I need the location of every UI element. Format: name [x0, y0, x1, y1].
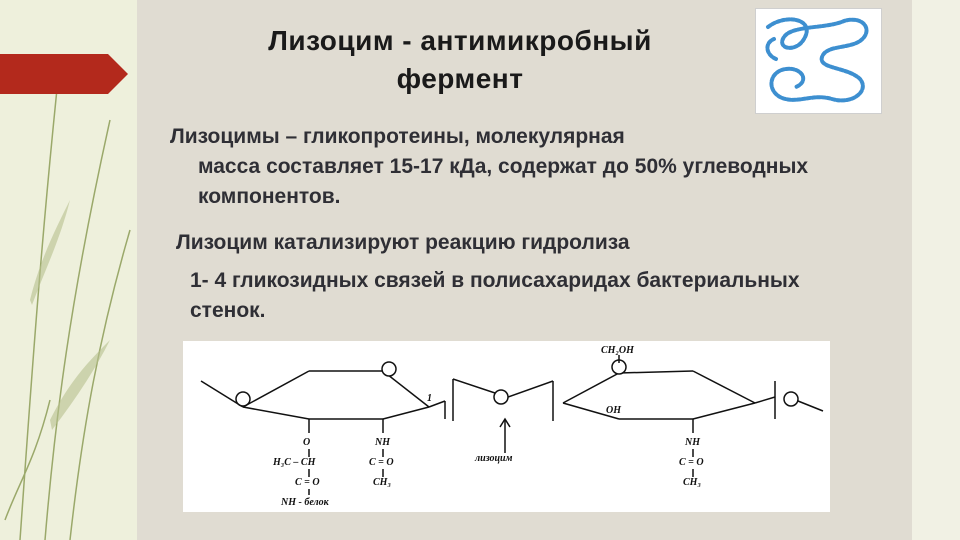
- lysozyme-protein-icon: [765, 17, 869, 103]
- mid-co-label: C = O: [369, 457, 394, 468]
- paragraph-composition-line-1: Лизоцимы – гликопротеины, молекулярная: [170, 125, 625, 148]
- oh-label: OH: [606, 405, 622, 416]
- red-arrow-marker-icon: [0, 54, 128, 94]
- chemical-structure-drawing: CH₂OH OH 1 лизоцим O H₃C – CH C = O NH -…: [200, 345, 824, 508]
- grass-stems-decoration: [4, 59, 131, 540]
- title-line-1: Лизоцим - антимикробный: [268, 25, 652, 56]
- left-ch-label: H₃C – CH: [272, 457, 317, 468]
- bond-number-label: 1: [427, 393, 432, 404]
- left-co-label: C = O: [295, 477, 320, 488]
- left-nh-belok-label: NH - белок: [280, 497, 330, 508]
- decorative-right-strip: [912, 0, 960, 540]
- page-title: Лизоцим - антимикробный фермент: [180, 22, 740, 98]
- mid-nh-label: NH: [374, 437, 391, 448]
- left-o-label: O: [303, 437, 310, 448]
- enzyme-label: лизоцим: [474, 453, 513, 464]
- right-ch3-label: CH₃: [683, 477, 701, 488]
- title-line-2: фермент: [396, 63, 524, 94]
- right-co-label: C = O: [679, 457, 704, 468]
- right-nh-label: NH: [684, 437, 701, 448]
- mid-ch3-label: CH₃: [373, 477, 391, 488]
- lysozyme-reaction-diagram: CH₂OH OH 1 лизоцим O H₃C – CH C = O NH -…: [183, 341, 830, 512]
- paragraph-glycosidic-bonds: 1- 4 гликозидных связей в полисахаридах …: [190, 269, 800, 322]
- paragraph-composition-rest: масса составляет 15-17 кДа, содержат до …: [198, 155, 809, 208]
- paragraph-catalysis: Лизоцим катализируют реакцию гидролиза: [176, 231, 630, 254]
- protein-chain-image: [755, 8, 882, 114]
- ch2oh-label: CH₂OH: [601, 345, 635, 356]
- paragraph-composition: Лизоцимы – гликопротеины, молекулярная м…: [170, 122, 850, 212]
